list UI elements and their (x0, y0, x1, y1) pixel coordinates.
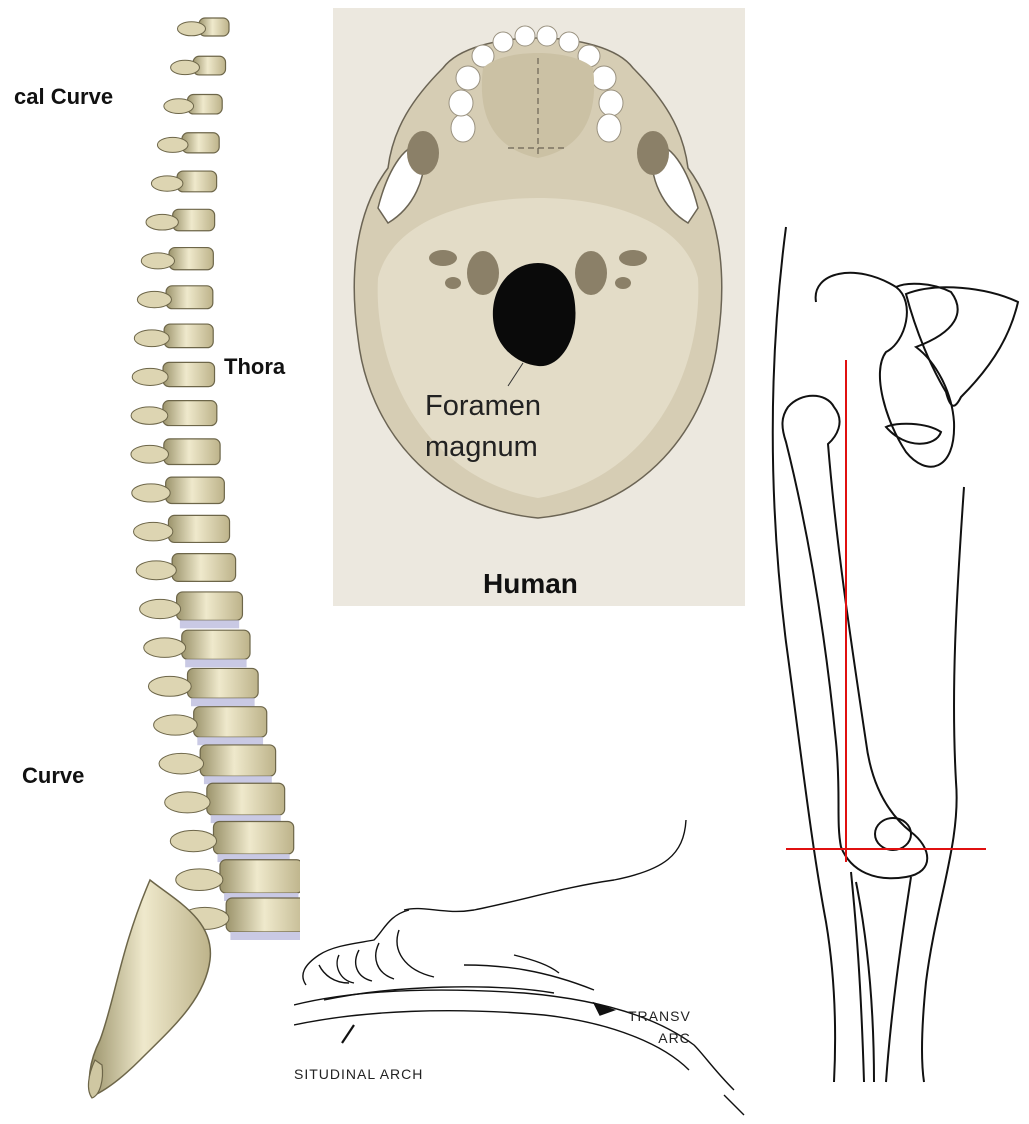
vertebra-body (164, 324, 213, 348)
vertebra-process (148, 676, 191, 696)
vertebra-process (140, 599, 181, 618)
tibia (851, 872, 864, 1082)
pubic-region (886, 424, 941, 444)
leg-alignment-diagram (756, 222, 1029, 1092)
vertebra-body (163, 362, 215, 386)
vertebra-process (146, 214, 178, 230)
vertebra-process (157, 137, 188, 152)
vertebra-body (163, 401, 217, 426)
vertebra-body (164, 439, 220, 465)
intervertebral-disc (185, 659, 246, 667)
foramen-label-line2: magnum (425, 427, 541, 468)
tibia-inner (886, 877, 911, 1082)
vertebra-process (137, 291, 171, 307)
leg-outline-right (922, 487, 964, 1082)
transverse-label-line2: ARC (628, 1027, 691, 1049)
vertebra-body (168, 515, 229, 542)
vertebra-process (165, 792, 210, 813)
intervertebral-disc (197, 737, 263, 745)
vertebra-process (171, 60, 200, 74)
vertebra-body (213, 821, 293, 854)
vertebrae-stack (131, 18, 300, 940)
vertebra-process (141, 253, 174, 269)
vertebra-body (177, 592, 243, 620)
vertebra-body (194, 707, 267, 738)
skull-base-illustration: Foramen magnum Human (333, 8, 745, 606)
vertebra-process (132, 368, 168, 385)
vertebra-process (176, 869, 223, 891)
vertebra-body (226, 898, 300, 932)
leg-drawing (756, 222, 1029, 1092)
vertebra-process (134, 522, 173, 541)
femur (782, 396, 927, 879)
spine-illustration: cal Curve Thora Curve (0, 0, 300, 1124)
vertebra-process (159, 753, 204, 774)
vertebra-process (178, 22, 206, 36)
vertebra-body (166, 477, 225, 503)
vertebra-body (166, 286, 213, 309)
lumbar-curve-label: Curve (22, 763, 84, 789)
vertebra-body (169, 248, 213, 270)
vertebra-body (182, 630, 250, 659)
vertebra-body (187, 668, 258, 698)
vertebra-body (200, 745, 275, 776)
sacrum-outline (906, 287, 1018, 405)
vertebra-body (220, 860, 300, 893)
transverse-label-line1: TRANSV (628, 1005, 691, 1027)
vertebra-process (164, 99, 194, 114)
vertebra-process (151, 176, 182, 191)
cervical-curve-label: cal Curve (14, 84, 113, 110)
intervertebral-disc (191, 698, 255, 706)
longitudinal-arch-label: SITUDINAL ARCH (294, 1066, 423, 1082)
skull-caption: Human (483, 568, 578, 600)
vertebra-body (173, 209, 215, 230)
vertebra-process (170, 830, 216, 851)
transverse-arch-label: TRANSV ARC (628, 1005, 691, 1049)
vertebra-process (154, 715, 198, 735)
vertebra-process (131, 407, 168, 424)
foramen-label-line1: Foramen (425, 386, 541, 427)
vertebra-process (144, 638, 186, 658)
vertebra-process (131, 445, 169, 463)
vertebra-process (132, 484, 170, 502)
foramen-magnum-label: Foramen magnum (425, 386, 541, 468)
vertebra-body (207, 783, 285, 815)
thoracic-curve-label: Thora (224, 354, 285, 380)
spine-drawing (0, 0, 300, 1124)
intervertebral-disc (180, 620, 239, 628)
vertebra-body (172, 554, 235, 582)
vertebra-process (134, 330, 169, 347)
foot-arch-diagram: SITUDINAL ARCH TRANSV ARC (294, 815, 746, 1120)
skull-drawing (333, 8, 745, 606)
vertebra-process (136, 561, 176, 580)
intervertebral-disc (230, 932, 300, 940)
patella (875, 818, 911, 850)
vertebra-body (177, 171, 217, 192)
